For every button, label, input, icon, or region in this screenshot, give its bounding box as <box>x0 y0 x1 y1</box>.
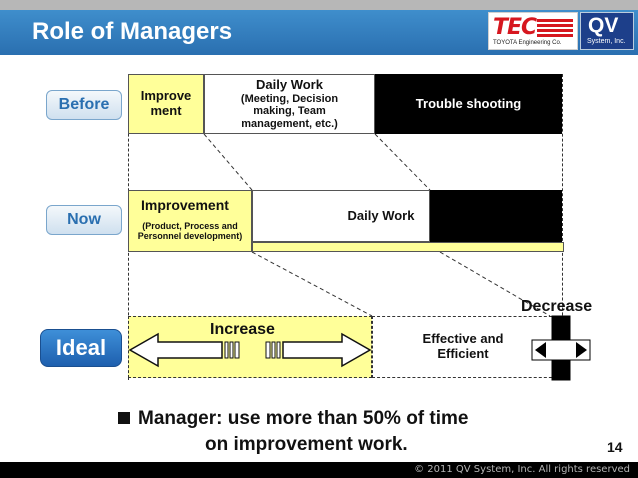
tec-logo-stripes <box>537 19 573 37</box>
ideal-label-text: Ideal <box>55 335 107 360</box>
ideal-effective-text: Effective and Efficient <box>422 331 504 361</box>
now-daily-text: Daily Work <box>347 207 415 223</box>
note-line-2: on improvement work. <box>205 434 408 455</box>
now-label-text: Now <box>67 211 101 228</box>
before-improve-box: Improve ment <box>128 74 204 134</box>
copyright-text: © 2011 QV System, Inc. All rights reserv… <box>414 464 630 475</box>
now-improvement-detail: (Product, Process and Personnel developm… <box>137 221 243 242</box>
tec-logo-mark: TEC <box>493 15 537 40</box>
ideal-effective-area <box>372 316 562 378</box>
now-trouble-box <box>430 190 562 242</box>
now-improvement-box: Improvement (Product, Process and Person… <box>128 190 252 252</box>
now-improvement-strip <box>252 242 564 252</box>
before-label-text: Before <box>58 96 110 113</box>
now-improvement-title: Improvement <box>141 197 229 213</box>
before-improve-text: Improve ment <box>140 88 192 118</box>
qv-logo: QV System, Inc. <box>580 12 634 50</box>
tec-logo: TEC TOYOTA Engineering Co. <box>488 12 578 50</box>
row-label-ideal: Ideal <box>40 329 122 367</box>
qv-logo-mark: QV <box>588 14 619 37</box>
top-gray-bar <box>0 0 638 10</box>
before-trouble-text: Trouble shooting <box>415 95 522 111</box>
tec-logo-caption: TOYOTA Engineering Co. <box>493 40 562 46</box>
before-daily-detail: (Meeting, Decision making, Team manageme… <box>240 92 339 130</box>
right-guide-line <box>562 74 563 380</box>
increase-label: Increase <box>210 321 275 338</box>
page-number: 14 <box>607 439 623 455</box>
before-trouble-box: Trouble shooting <box>375 74 562 134</box>
decrease-label: Decrease <box>521 298 593 315</box>
footer-bar: © 2011 QV System, Inc. All rights reserv… <box>0 462 638 478</box>
slide-title: Role of Managers <box>32 18 233 45</box>
now-daily-box: Daily Work <box>252 190 430 242</box>
row-label-now: Now <box>46 205 122 235</box>
note-line-1: Manager: use more than 50% of time <box>138 408 469 429</box>
qv-logo-caption: System, Inc. <box>587 38 626 45</box>
before-daily-box: Daily Work (Meeting, Decision making, Te… <box>204 74 375 134</box>
before-daily-title: Daily Work <box>256 76 323 92</box>
note-bullet-icon <box>118 412 130 424</box>
row-label-before: Before <box>46 90 122 120</box>
